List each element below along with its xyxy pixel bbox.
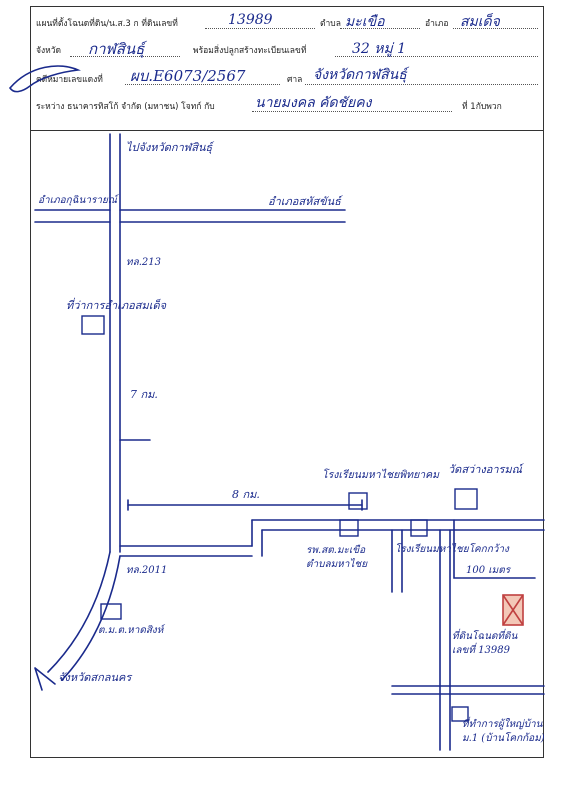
land-no-underline — [205, 28, 315, 29]
document-frame — [30, 6, 544, 758]
building-underline — [335, 56, 538, 57]
label-school: โรงเรียนมหาไชยพิทยาคม — [322, 469, 440, 481]
header-scribble — [8, 65, 82, 93]
label-school-2: โรงเรียนมหาไชยโคกกว้าง — [395, 544, 509, 555]
building-label: พร้อมสิ่งปลูกสร้างทะเบียนเลขที่ — [193, 46, 307, 56]
label-dist-8km: 8 กม. — [232, 488, 260, 501]
amphoe-underline — [453, 28, 538, 29]
province-value: กาฬสินธุ์ — [88, 40, 145, 58]
label-village-head: ที่ทำการผู้ใหญ่บ้าน ม.1 (บ้านโคกก้อม) — [462, 719, 545, 744]
school-2-marker — [410, 519, 428, 537]
header-title-label: แผนที่ตั้งโฉนดที่ดิน/น.ส.3 ก ที่ดินเลขที… — [36, 19, 178, 29]
province-underline — [70, 56, 180, 57]
amphoe-value: สมเด็จ — [460, 14, 500, 30]
label-wat: วัดสว่างอารมณ์ — [448, 463, 522, 476]
wat-marker — [454, 488, 478, 510]
curve-road-right-edge — [61, 555, 121, 681]
curve-road-left-edge — [47, 551, 111, 673]
label-subject-land: ที่ดินโฉนดที่ดิน เลขที่ 13989 — [452, 631, 518, 656]
label-district-office: ที่ว่าการอำเภอสมเด็จ — [66, 299, 167, 312]
defendant-underline — [252, 111, 452, 112]
court-label: ศาล — [287, 75, 303, 85]
distance-100m-line — [453, 519, 536, 579]
building-no-value: 32 หมู่ 1 — [352, 41, 407, 57]
label-to-sakon: จังหวัดสกลนคร — [58, 671, 132, 684]
tambon-value: มะเขือ — [345, 14, 385, 30]
count-label: ที่ 1กับพวก — [462, 102, 502, 112]
case-underline — [125, 84, 280, 85]
amphoe-label: อำเภอ — [425, 19, 449, 29]
tambon-underline — [340, 28, 420, 29]
province-label: จังหวัด — [36, 46, 62, 56]
label-road-2011: ทล.2011 — [126, 565, 168, 576]
land-no-value: 13989 — [228, 12, 273, 28]
label-dist-100m: 100 เมตร — [466, 565, 511, 576]
school-marker — [348, 492, 368, 510]
sakon-arrow-icon — [34, 667, 56, 691]
court-value: จังหวัดกาฬสินธุ์ — [313, 67, 407, 83]
tambon-label: ตำบล — [320, 19, 341, 29]
between-label: ระหว่าง ธนาคารทิสโก้ จำกัด (มหาชน) โจทก์… — [36, 102, 215, 112]
label-kuchinarai: อำเภอกุฉินารายณ์ — [38, 195, 118, 206]
health-center-marker — [339, 519, 359, 537]
label-police: ต.ม.ต.หาดสิงห์ — [98, 625, 164, 636]
case-no-value: ผบ.E6073/2567 — [130, 67, 246, 85]
case-label: คดีหมายเลขแดงที่ — [36, 75, 103, 85]
label-road-213: ทล.213 — [126, 257, 161, 268]
label-to-kalasin: ไปจังหวัดกาฬสินธุ์ — [126, 141, 213, 154]
defendant-value: นายมงคล คัดชัยคง — [255, 95, 372, 111]
label-dist-7km: 7 กม. — [130, 388, 158, 401]
subject-land-cross-icon — [502, 594, 524, 626]
label-health-center: รพ.สต.มะเขือ ตำบลมหาไชย — [306, 545, 368, 570]
header-separator — [30, 130, 544, 131]
court-underline — [305, 84, 538, 85]
police-marker — [100, 603, 122, 620]
district-office-marker — [81, 315, 105, 335]
village-head-marker — [451, 706, 469, 722]
label-sahatsakhan: อำเภอสหัสขันธ์ — [268, 195, 341, 208]
